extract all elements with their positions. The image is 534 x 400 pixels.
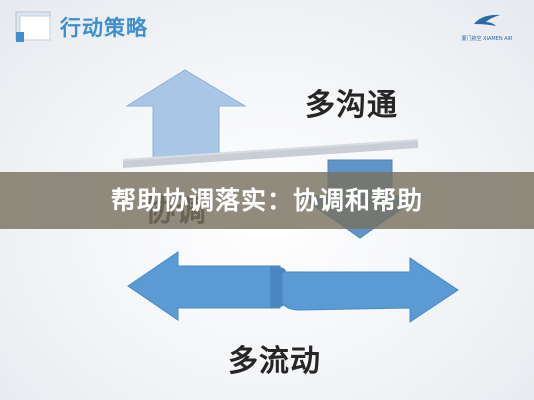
logo-text: 厦门航空 XIAMEN AIR <box>461 36 513 42</box>
label-more-mobility: 多流动 <box>228 344 321 379</box>
slide-title: 行动策略 <box>60 16 148 40</box>
caption-banner: 帮助协调落实：协调和帮助 <box>0 172 534 229</box>
up-arrow <box>125 69 247 161</box>
double-arrow <box>127 251 459 323</box>
balance-line <box>123 140 418 168</box>
xiamen-air-logo-icon <box>474 14 500 26</box>
slide-title-icon <box>15 11 51 42</box>
caption-text: 帮助协调落实：协调和帮助 <box>110 186 423 215</box>
xiamen-air-logo: 厦门航空 XIAMEN AIR <box>458 12 516 42</box>
label-more-communication: 多沟通 <box>305 88 398 123</box>
